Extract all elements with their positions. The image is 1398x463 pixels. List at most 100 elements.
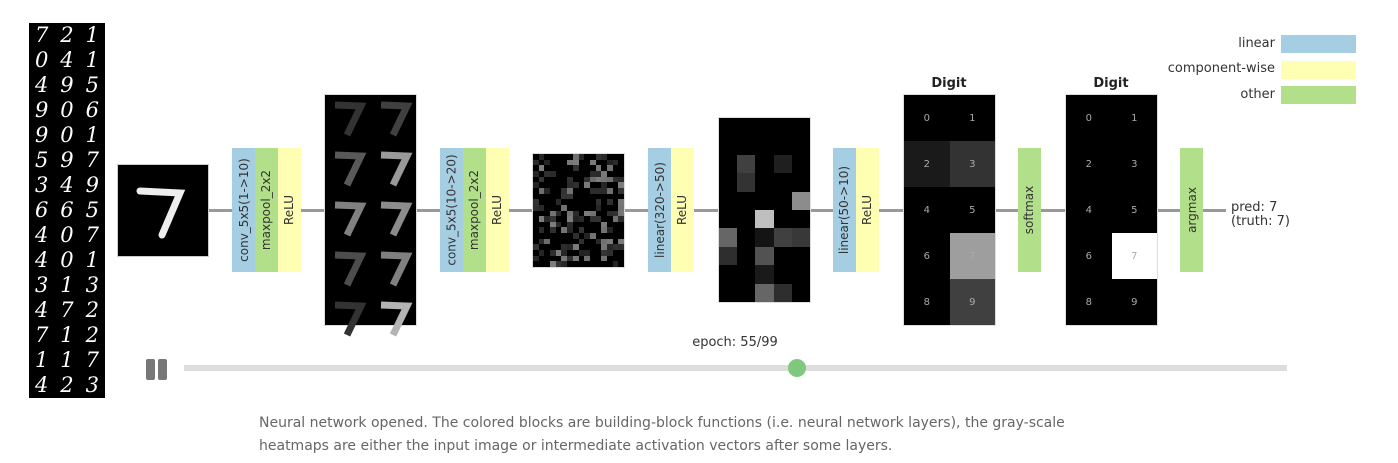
example-digit: 4 <box>60 173 74 197</box>
digit-cell: 8 <box>904 279 950 325</box>
legend-swatch-linear <box>1281 35 1356 53</box>
example-digit: 5 <box>85 73 100 97</box>
example-digit: 3 <box>34 273 49 297</box>
activation-cell <box>719 265 738 284</box>
feature-map <box>325 195 371 245</box>
activation-cell <box>755 118 774 137</box>
activation-cell <box>737 283 756 302</box>
activation-cell <box>773 209 792 229</box>
example-digit: 7 <box>85 348 100 372</box>
activation-cell <box>737 118 756 137</box>
example-digit: 4 <box>34 73 49 97</box>
example-digit: 6 <box>85 98 100 122</box>
example-digit: 1 <box>34 348 49 372</box>
legend-swatch-other <box>1281 86 1356 104</box>
example-digit: 4 <box>34 373 49 397</box>
example-digit: 3 <box>85 373 100 397</box>
example-digit: 9 <box>60 73 74 97</box>
digit-cell: 2 <box>1066 141 1112 187</box>
feature-map <box>325 245 371 295</box>
feature-map <box>325 295 371 345</box>
digit-cell: 1 <box>1111 95 1157 141</box>
relu3-block: ReLU <box>671 148 694 272</box>
feature-map <box>371 195 417 245</box>
epoch-slider-thumb[interactable] <box>787 359 806 377</box>
example-digit: 6 <box>60 198 74 222</box>
activation-cell <box>791 191 810 210</box>
example-digit: 9 <box>34 123 49 147</box>
hidden-activation-heatmap <box>718 117 811 303</box>
activation-cell <box>755 228 774 247</box>
activation-cell <box>773 246 792 266</box>
example-digit: 5 <box>34 148 49 172</box>
caption: Neural network opened. The colored block… <box>259 412 1065 458</box>
activation-cell <box>773 154 792 174</box>
digit-cell: 0 <box>904 95 950 141</box>
digit-cell: 2 <box>904 141 950 187</box>
activation-cell <box>755 154 774 174</box>
activation-cell <box>719 154 738 174</box>
pause-icon <box>146 359 155 380</box>
example-digit: 7 <box>60 298 74 322</box>
activation-cell <box>719 246 738 266</box>
relu4-block: ReLU <box>856 148 879 272</box>
example-digit: 5 <box>85 198 100 222</box>
caption-line-1: Neural network opened. The colored block… <box>259 415 1065 431</box>
digit-cell: 5 <box>949 187 995 233</box>
activation-cell <box>791 173 810 192</box>
feature-map <box>325 95 371 145</box>
example-digit: 0 <box>60 223 74 247</box>
pause-button[interactable] <box>146 359 168 380</box>
epoch-slider[interactable] <box>184 359 1287 377</box>
flattened-activation-heatmap <box>532 153 625 268</box>
flow-line <box>209 209 1226 212</box>
digit-cell: 3 <box>1111 141 1157 187</box>
example-digit: 2 <box>60 373 74 397</box>
example-digit: 1 <box>85 23 100 47</box>
maxpool2-block: maxpool_2x2 <box>463 148 486 272</box>
example-digit: 0 <box>60 248 74 272</box>
digit-cell: 6 <box>1066 233 1112 279</box>
legend-swatch-component-wise <box>1281 61 1356 79</box>
linear2-block: linear(50->10) <box>833 148 856 272</box>
example-digit: 0 <box>60 123 74 147</box>
conv2-block: conv_5x5(10->20) <box>440 148 463 272</box>
feature-map <box>371 95 417 145</box>
activation-cell <box>755 191 774 210</box>
activation-cell <box>719 136 738 155</box>
example-digit: 2 <box>85 298 100 322</box>
activation-cell <box>755 173 774 192</box>
example-digit: 7 <box>85 223 100 247</box>
digit-cell: 9 <box>949 279 995 325</box>
digit-cell: 1 <box>949 95 995 141</box>
activation-cell <box>737 136 756 155</box>
argmax-block: argmax <box>1180 148 1203 272</box>
example-digit: 3 <box>85 273 100 297</box>
epoch-label: epoch: 55/99 <box>692 335 778 350</box>
activation-cell <box>791 265 810 284</box>
example-digit: 0 <box>60 98 74 122</box>
feature-map <box>371 295 417 345</box>
digit-cell: 7 <box>1111 233 1157 279</box>
activation-cell <box>791 283 810 302</box>
activation-cell <box>773 283 792 302</box>
example-digit: 3 <box>34 173 49 197</box>
activation-cell <box>737 173 756 192</box>
input-image <box>117 164 209 257</box>
pred-label: pred: 7 <box>1231 200 1278 215</box>
digit-cell: 9 <box>1111 279 1157 325</box>
legend-label-linear: linear <box>1238 36 1275 51</box>
digit-cell: 7 <box>949 233 995 279</box>
activation-cell <box>773 173 792 192</box>
activation-cell <box>755 265 774 284</box>
activation-cell <box>791 136 810 155</box>
caption-line-2: heatmaps are either the input image or i… <box>259 438 893 454</box>
example-digit: 4 <box>34 298 49 322</box>
activation-cell <box>719 118 738 137</box>
activation-cell <box>791 154 810 174</box>
maxpool1-block: maxpool_2x2 <box>255 148 278 272</box>
